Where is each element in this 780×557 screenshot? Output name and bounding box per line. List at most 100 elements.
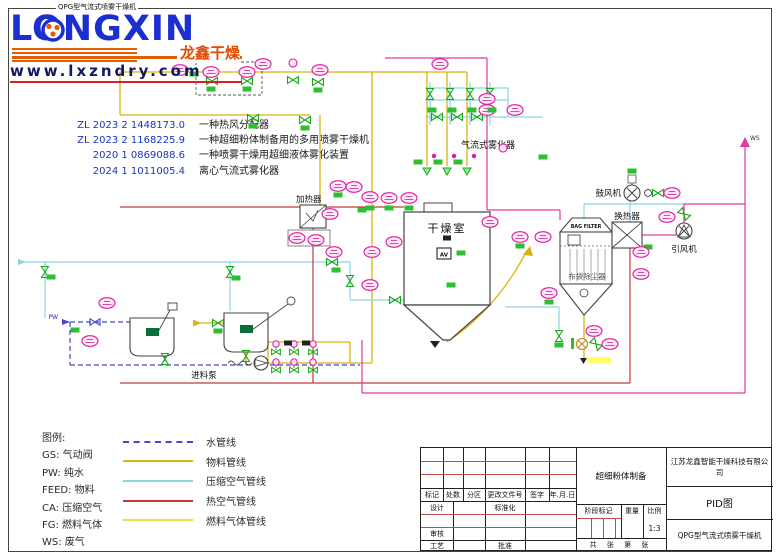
highlight-tag	[587, 357, 611, 363]
material-line-swatch	[123, 460, 193, 463]
pw-arrow	[62, 319, 70, 325]
legend-abbrev-row: PW: 纯水	[42, 467, 84, 479]
legend-line-row: 压缩空气管线	[123, 471, 266, 491]
logo-brand-cn: 龙鑫干燥	[176, 42, 240, 63]
av-box	[436, 247, 452, 260]
pw-tag: PW	[48, 314, 58, 321]
patent-desc: 一种热风分配器	[199, 120, 269, 131]
logo-o-swirl-icon	[41, 18, 65, 42]
logo-stripes: 龙鑫干燥	[10, 42, 242, 63]
legend-line-label: 压缩空气管线	[206, 477, 266, 489]
tb-header-date: 年.月.日	[549, 490, 576, 499]
tb-drawing-type: PID图	[706, 499, 733, 510]
tb-stage-mark: 阶段标记	[584, 507, 613, 515]
title-block: 标记 处数 分区 更改文件号 签字 年.月.日 设计 标准化 审核 工艺 批准 …	[420, 447, 773, 552]
control-valve-cluster	[271, 340, 318, 374]
induced-draft-fan: 引风机	[671, 207, 697, 255]
legend-line-row: 水管线	[123, 432, 266, 452]
patent-number: ZL 2023 2 1448173.0	[77, 120, 185, 131]
legend-title: 图例:	[42, 433, 66, 444]
status-chip	[571, 338, 574, 349]
patent-list: ZL 2023 2 1448173.0 一种热风分配器 ZL 2023 2 116…	[55, 118, 369, 179]
tb-company: 江苏龙鑫智能干燥科技有限公司	[670, 457, 769, 477]
legend-line-label: 物料管线	[206, 457, 246, 469]
hot-air-pipelines	[120, 206, 631, 384]
drying-chamber-tag	[443, 235, 451, 241]
status-chip	[446, 282, 456, 288]
tb-header-mark: 标记	[425, 490, 439, 499]
tb-sheet-note: 共 张 第 张	[589, 541, 653, 549]
ws-tag: WS	[750, 135, 760, 142]
drying-chamber-label: 干燥室	[428, 221, 467, 235]
heater-label: 加热器	[296, 194, 322, 205]
tb-standardization: 标准化	[494, 503, 516, 512]
patent-desc: 一种喷雾干燥用超细液体雾化装置	[199, 150, 349, 162]
blower-fan-icon	[623, 184, 641, 202]
tank-tag	[240, 325, 253, 333]
legend-abbrev-row: FG: 燃料气体	[42, 520, 103, 532]
legend-line-samples: 水管线 物料管线 压缩空气管线 热空气管线 燃料气体管线	[123, 432, 266, 530]
av-label: AV	[440, 253, 449, 259]
discharge-valve-icon	[589, 337, 603, 351]
ws-arrow	[740, 137, 750, 147]
legend-line-row: 物料管线	[123, 452, 266, 472]
feed-tank-1	[129, 302, 178, 357]
rotary-valve	[575, 337, 589, 351]
tb-weight: 重量	[625, 507, 639, 515]
tb-project: 超细粉体制备	[595, 472, 647, 482]
drying-chamber: 干燥室 AV	[402, 202, 492, 348]
bag-filter: BAG FILTER 布袋除尘器	[558, 217, 614, 364]
fuel-gas-line-swatch	[123, 519, 193, 522]
legend-line-row: 燃料气体管线	[123, 510, 266, 530]
legend-abbrev-row: CA: 压缩空气	[42, 502, 103, 514]
patent-number: 2020 1 0869088.6	[92, 150, 185, 162]
legend-line-label: 热空气管线	[206, 497, 256, 509]
tb-review: 审核	[430, 529, 444, 538]
legend-line-row: 热空气管线	[123, 491, 266, 511]
patent-desc: 离心气流式雾化器	[199, 165, 279, 177]
hot-air-line-swatch	[123, 499, 193, 502]
logo-brand: LONGXIN	[10, 9, 196, 49]
tb-approve: 批准	[498, 542, 512, 550]
tb-header-sign: 签字	[530, 490, 544, 499]
chamber-outlet-icon	[430, 341, 440, 348]
status-chip	[627, 168, 637, 174]
blower: 鼓风机	[595, 168, 681, 202]
tb-header-count: 处数	[446, 490, 460, 499]
bag-filter-label: 布袋除尘器	[568, 271, 606, 281]
bag-filter-en-label: BAG FILTER	[571, 224, 602, 230]
feed-tank-2	[223, 296, 296, 353]
patent-number: 2024 1 1011005.4	[92, 165, 185, 177]
feed-pump-label: 进料泵	[191, 370, 217, 381]
tb-scale: 比例	[647, 507, 662, 515]
tb-header-changefile: 更改文件号	[487, 490, 523, 499]
drawing-frame	[8, 8, 772, 552]
agitator-motor	[286, 296, 296, 306]
product-arrow	[523, 246, 533, 256]
tb-machine: QPG型气流式喷雾干燥机	[677, 531, 762, 540]
logo-brand-text: LONGXIN	[10, 11, 242, 47]
compressed-air-line-swatch	[123, 479, 193, 482]
patent-desc: 一种超细粉体制备用的多用喷雾干燥机	[199, 135, 369, 147]
blower-label: 鼓风机	[595, 188, 621, 199]
legend-abbrev-row: WS: 废气	[42, 537, 85, 549]
heat-exchanger-label: 换热器	[614, 211, 640, 222]
tank-tag	[146, 328, 159, 336]
patent-row: ZL 2023 2 1448173.0 一种热风分配器	[55, 118, 369, 133]
legend-abbrev-row: FEED: 物料	[42, 485, 95, 497]
document-title: QPG型气流式喷雾干燥机	[56, 2, 139, 12]
company-logo: LONGXIN 龙鑫干燥 www.lxzndry.com	[10, 11, 242, 83]
tb-header-zone: 分区	[467, 490, 481, 499]
tb-scale-value: 1:3	[648, 523, 661, 533]
legend-line-label: 水管线	[206, 438, 236, 450]
feed-pump: 进料泵	[191, 355, 269, 381]
tb-process: 工艺	[430, 542, 444, 550]
flow-arrows	[18, 137, 750, 327]
agitator-motor	[167, 302, 178, 311]
legend-abbreviations: 图例: GS: 气动阀 PW: 纯水 FEED: 物料 CA: 压缩空气 FG:…	[42, 430, 102, 552]
feed-arrow	[193, 319, 201, 327]
tb-design: 设计	[430, 503, 444, 512]
